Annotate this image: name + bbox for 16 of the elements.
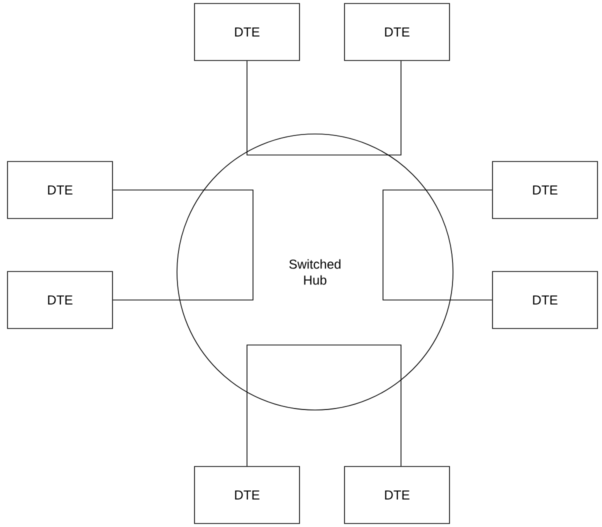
connection-line xyxy=(326,344,402,466)
dte-box: DTE xyxy=(492,161,598,219)
dte-box: DTE xyxy=(7,161,113,219)
dte-box: DTE xyxy=(194,466,300,524)
dte-box: DTE xyxy=(194,3,300,61)
dte-box: DTE xyxy=(7,271,113,329)
connection-line xyxy=(382,190,492,246)
connection-line xyxy=(246,344,328,466)
dte-box: DTE xyxy=(344,3,450,61)
connection-line xyxy=(112,190,254,246)
dte-box: DTE xyxy=(344,466,450,524)
connection-line xyxy=(246,60,328,156)
connection-line xyxy=(112,244,254,300)
dte-box: DTE xyxy=(492,271,598,329)
connection-line xyxy=(382,244,492,300)
connection-line xyxy=(326,60,402,156)
